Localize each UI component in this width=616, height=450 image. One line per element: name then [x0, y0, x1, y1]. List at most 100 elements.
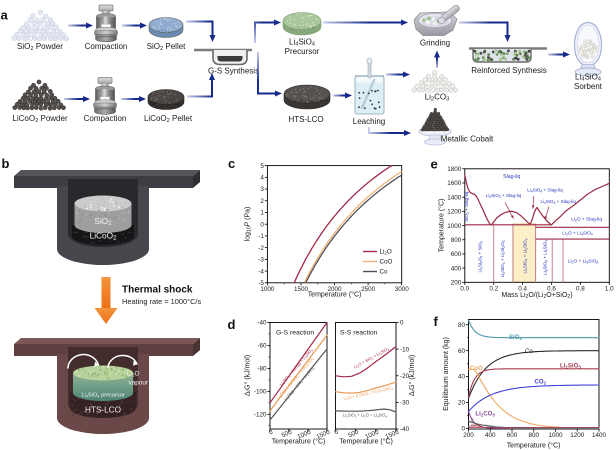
svg-text:Reinforced Synthesis: Reinforced Synthesis: [471, 66, 547, 75]
svg-text:Grinding: Grinding: [420, 39, 450, 48]
svg-text:-40: -40: [257, 320, 267, 327]
svg-text:Heating rate = 1000°C/s: Heating rate = 1000°C/s: [122, 297, 201, 306]
svg-text:Temperature (°C): Temperature (°C): [507, 442, 561, 450]
svg-text:Li8SiO6 + Li4SiO4: Li8SiO6 + Li4SiO4: [542, 240, 548, 275]
svg-text:Li2O + Li8SiO6: Li2O + Li8SiO6: [568, 258, 599, 264]
svg-text:SiO2: SiO2: [509, 334, 522, 341]
svg-text:CoO: CoO: [470, 365, 483, 372]
svg-text:Temperature (°C): Temperature (°C): [339, 438, 393, 446]
svg-text:a: a: [1, 7, 9, 22]
svg-text:G-S Synthesis: G-S Synthesis: [208, 67, 259, 76]
svg-text:400: 400: [451, 265, 462, 272]
svg-text:0: 0: [461, 426, 465, 433]
svg-text:HTS-LCO: HTS-LCO: [85, 406, 121, 415]
svg-text:80: 80: [458, 322, 466, 329]
svg-text:LiCoO2: LiCoO2: [90, 231, 118, 242]
svg-text:Li2CO3: Li2CO3: [475, 411, 495, 418]
svg-text:60: 60: [458, 348, 466, 355]
svg-text:1400: 1400: [592, 432, 607, 439]
svg-text:S-S reaction: S-S reaction: [340, 330, 378, 337]
svg-text:Thermal shock: Thermal shock: [122, 285, 193, 296]
svg-text:Li4SiO4: Li4SiO4: [575, 73, 602, 83]
svg-text:5: 5: [260, 163, 264, 170]
svg-text:LiCoO2 Pellet: LiCoO2 Pellet: [144, 114, 193, 124]
svg-text:-30: -30: [400, 400, 410, 407]
svg-text:ΔrG° (kJ/mol): ΔrG° (kJ/mol): [408, 355, 417, 396]
svg-text:-2: -2: [258, 245, 264, 252]
svg-text:-80: -80: [257, 366, 267, 373]
svg-text:1500: 1500: [294, 286, 309, 293]
svg-text:LiCoO2 Powder: LiCoO2 Powder: [12, 114, 68, 124]
svg-text:log10P (Pa): log10P (Pa): [245, 207, 253, 242]
svg-text:Co: Co: [525, 348, 533, 355]
svg-text:c: c: [228, 156, 235, 171]
svg-text:0: 0: [333, 428, 340, 436]
svg-text:Li2CO3: Li2CO3: [425, 93, 450, 103]
svg-text:2000: 2000: [328, 286, 343, 293]
svg-text:-120: -120: [254, 412, 267, 419]
svg-text:-4: -4: [258, 268, 264, 275]
svg-text:Li2SiO3 + Li2Si2O5: Li2SiO3 + Li2Si2O5: [500, 240, 506, 277]
svg-text:400: 400: [485, 432, 496, 439]
svg-text:3: 3: [260, 186, 264, 193]
svg-text:500: 500: [347, 428, 360, 439]
svg-text:-60: -60: [257, 343, 267, 350]
svg-text:Li4SiO4 + Li2SiO3: Li4SiO4 + Li2SiO3: [522, 238, 528, 273]
svg-text:Li4SiO4 precursor: Li4SiO4 precursor: [81, 393, 124, 399]
svg-text:600: 600: [451, 251, 462, 258]
svg-text:4: 4: [260, 175, 264, 182]
svg-text:800: 800: [528, 432, 539, 439]
svg-text:0.6: 0.6: [547, 285, 556, 292]
svg-text:-100: -100: [254, 389, 267, 396]
svg-text:20: 20: [458, 400, 466, 407]
svg-text:800: 800: [451, 237, 462, 244]
svg-text:200: 200: [463, 432, 474, 439]
svg-text:C: C: [471, 418, 475, 423]
svg-text:d: d: [228, 317, 236, 332]
svg-text:Temperature (°C): Temperature (°C): [308, 291, 362, 299]
svg-text:Li4SiO4: Li4SiO4: [289, 38, 316, 48]
svg-text:Li4SiO4 + Slag-liq: Li4SiO4 + Slag-liq: [540, 199, 576, 205]
svg-text:-5: -5: [258, 280, 264, 287]
svg-text:-1: -1: [258, 233, 264, 240]
svg-text:vapour: vapour: [129, 380, 149, 387]
svg-text:3000: 3000: [395, 286, 410, 293]
svg-text:0: 0: [268, 428, 275, 436]
svg-text:ΔrG° (kJ/mol): ΔrG° (kJ/mol): [244, 355, 253, 396]
svg-text:0.8: 0.8: [576, 285, 585, 292]
svg-text:-10: -10: [400, 346, 410, 353]
svg-text:f: f: [434, 314, 439, 329]
svg-text:0.0: 0.0: [460, 285, 469, 292]
svg-text:1200: 1200: [447, 209, 462, 216]
svg-text:Compaction: Compaction: [85, 42, 128, 51]
svg-text:-20: -20: [400, 373, 410, 380]
svg-text:Metallic Cobalt: Metallic Cobalt: [441, 135, 494, 144]
svg-text:Equilibrium amount (kg): Equilibrium amount (kg): [443, 337, 450, 411]
svg-text:500: 500: [281, 428, 294, 439]
svg-text:1: 1: [260, 210, 264, 217]
svg-text:SiO2 Pellet: SiO2 Pellet: [147, 42, 187, 52]
svg-text:G-S reaction: G-S reaction: [276, 330, 314, 337]
svg-text:Mass Li2O/(Li2O+SiO2): Mass Li2O/(Li2O+SiO2): [501, 292, 572, 300]
svg-text:600: 600: [507, 432, 518, 439]
svg-text:Li2O + Li4SiO4: Li2O + Li4SiO4: [562, 230, 593, 236]
svg-text:SiO2 + Slag-liq: SiO2 + Slag-liq: [464, 191, 470, 221]
svg-text:Temperature (°C): Temperature (°C): [438, 199, 446, 253]
svg-text:Li2SiO3 + Slag-liq: Li2SiO3 + Slag-liq: [486, 193, 522, 199]
svg-text:200: 200: [451, 280, 462, 287]
svg-text:CoO: CoO: [380, 259, 393, 266]
svg-text:Li2SiO3 + Li2O = Li4SiO4: Li2SiO3 + Li2O = Li4SiO4: [343, 413, 387, 419]
svg-text:Leaching: Leaching: [353, 117, 385, 126]
svg-text:2: 2: [260, 198, 264, 205]
svg-text:1000: 1000: [260, 286, 275, 293]
svg-text:Li2O: Li2O: [380, 249, 392, 256]
svg-text:40: 40: [458, 374, 466, 381]
svg-text:0: 0: [260, 221, 264, 228]
svg-text:HTS-LCO: HTS-LCO: [288, 115, 323, 124]
svg-text:-3: -3: [258, 257, 264, 264]
svg-text:0.4: 0.4: [518, 285, 527, 292]
svg-text:Co: Co: [380, 269, 389, 276]
svg-text:Temperature (°C): Temperature (°C): [272, 438, 326, 446]
svg-text:e: e: [431, 157, 438, 172]
svg-text:1400: 1400: [447, 194, 462, 201]
